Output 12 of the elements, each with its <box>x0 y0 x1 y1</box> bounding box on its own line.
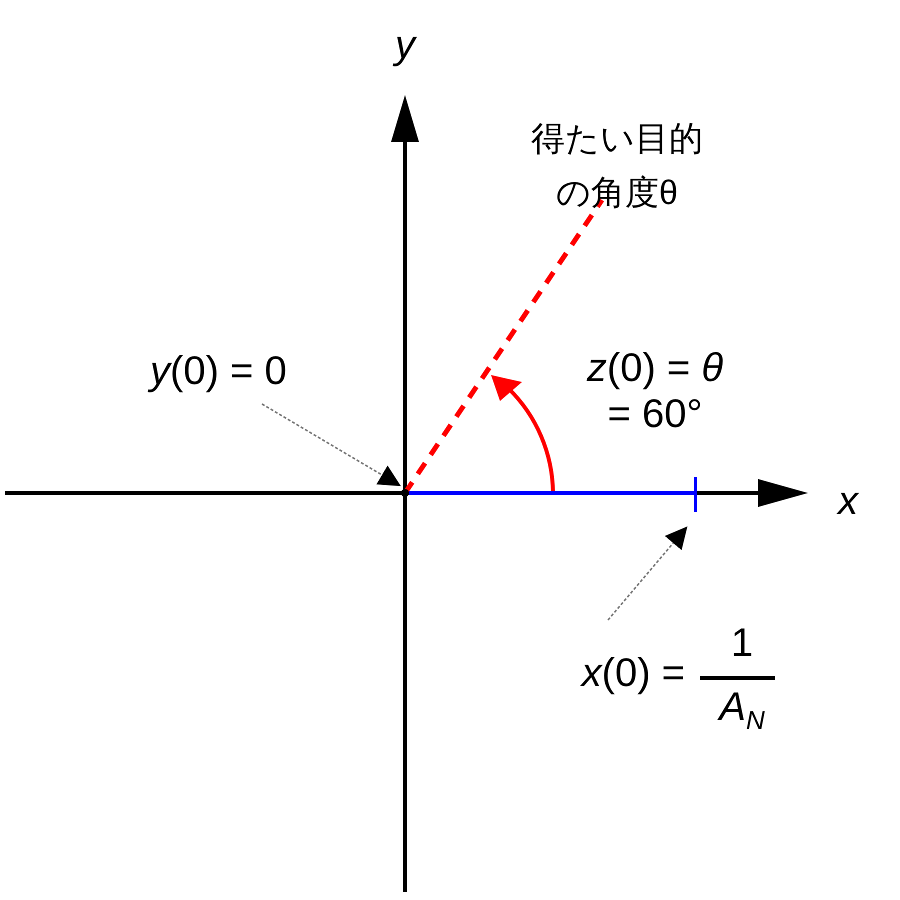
equation-text: x(0) = <box>579 650 685 696</box>
angle-label: z(0) = θ = 60° <box>586 345 724 437</box>
equation-label: y(0) = 0 <box>150 348 370 404</box>
axis-label: x <box>836 478 860 524</box>
tick-mark <box>694 477 697 512</box>
leader-line <box>262 403 401 486</box>
annotation-text: 得たい目的の角度θ <box>530 119 704 214</box>
fraction-denominator: A$_{N}$ <box>716 684 766 736</box>
fraction-numerator: 1 <box>730 620 754 666</box>
leader-line <box>607 526 688 621</box>
origin-point <box>401 489 409 497</box>
axis-label: y <box>385 22 425 68</box>
